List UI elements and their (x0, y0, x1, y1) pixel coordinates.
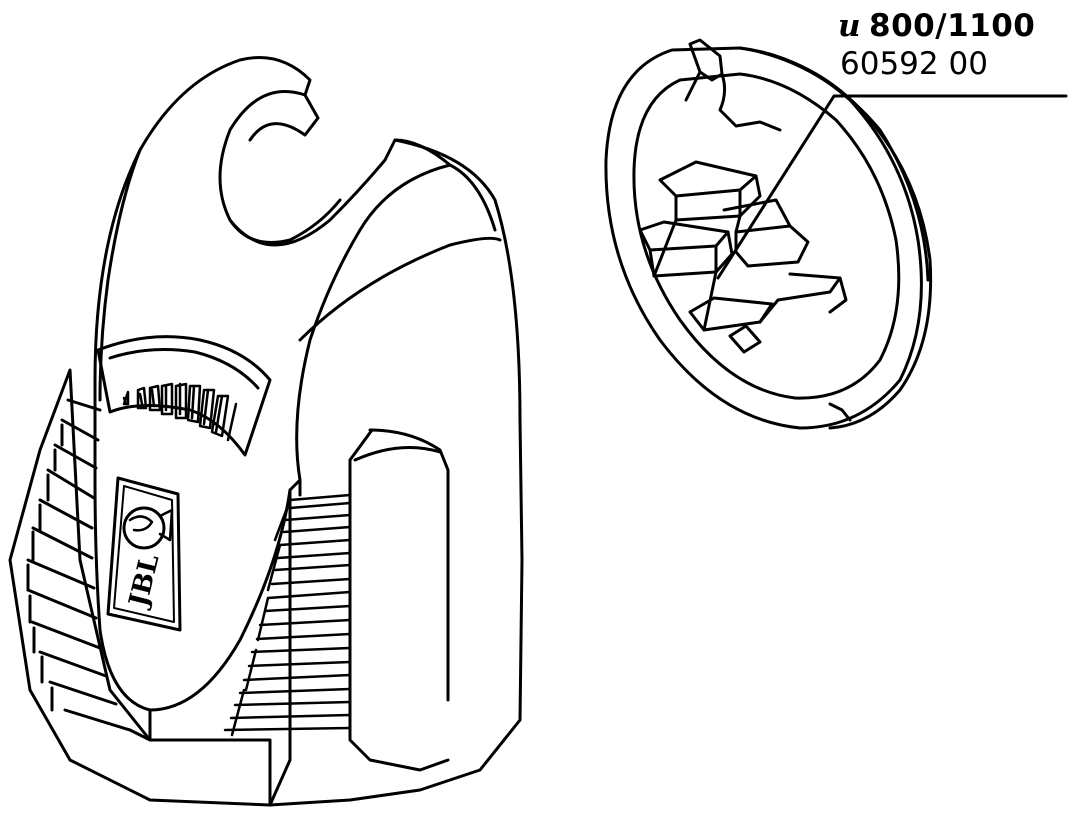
front-shell (93, 56, 452, 712)
callout-leader (716, 94, 1068, 280)
left-grille (8, 368, 272, 807)
pump-housing: JBL (8, 56, 524, 807)
model-number: 800/1100 (869, 8, 1036, 44)
model-prefix: u (838, 8, 862, 44)
base-edge (128, 708, 152, 742)
display-window (96, 335, 272, 457)
rotor-cover-ring (604, 38, 933, 430)
right-grille (223, 493, 352, 742)
side-body (268, 138, 524, 807)
logo-text: JBL (123, 551, 165, 611)
flow-level-indicator-icon (122, 382, 238, 442)
part-number-label: 60592 00 (840, 46, 988, 82)
fish-logo-icon (106, 476, 182, 632)
